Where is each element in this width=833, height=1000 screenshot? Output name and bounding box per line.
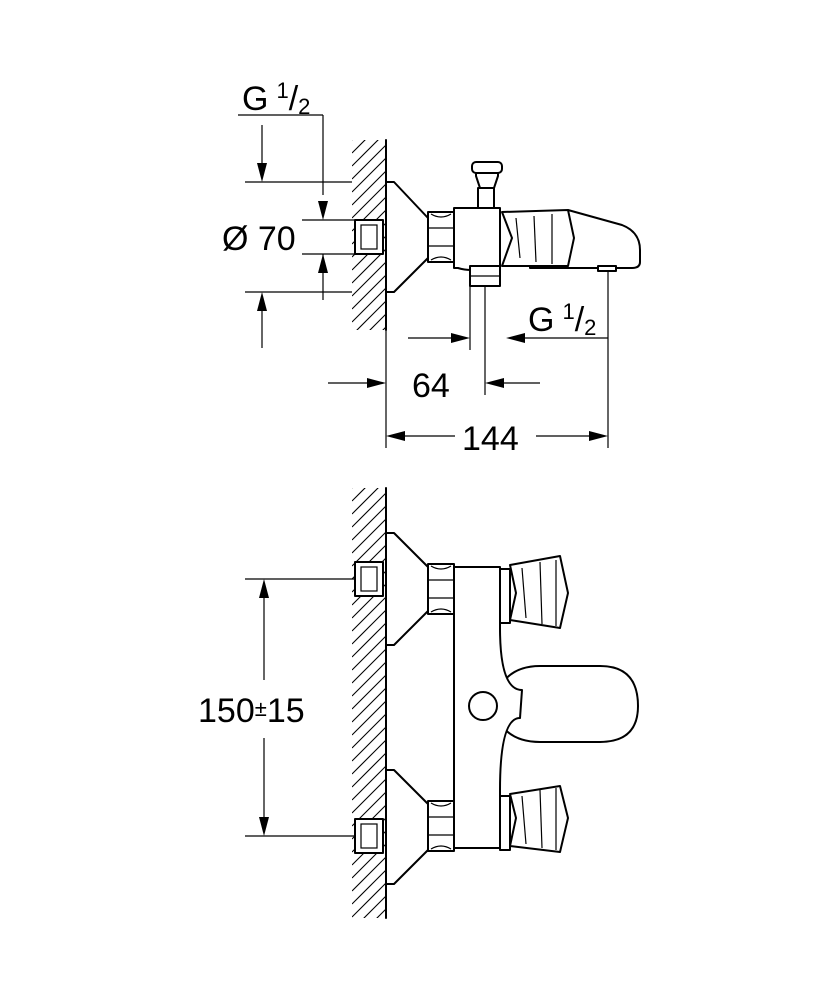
- inlet-connector-upper: [354, 561, 384, 597]
- rosette-lower: [385, 769, 429, 885]
- hatch-line: [352, 492, 386, 528]
- hatch-line: [352, 531, 386, 567]
- outlet-offset-label: 64: [412, 367, 450, 405]
- center-distance-label: 150±15: [198, 692, 305, 730]
- hatch-line: [352, 739, 386, 775]
- hex-nut-upper: [427, 563, 455, 615]
- hatch-line: [376, 908, 386, 918]
- hatch-line: [352, 661, 386, 697]
- hatch-line: [352, 856, 386, 892]
- hatch-line: [352, 882, 386, 918]
- hatch-line: [352, 869, 386, 905]
- hatch-line: [352, 674, 386, 710]
- hatch-line: [352, 648, 386, 684]
- rosette-diameter-label: Ø 70: [222, 220, 296, 258]
- hatch-line: [352, 157, 386, 193]
- front-view: 150±15: [198, 487, 639, 956]
- handle-top: [501, 209, 575, 267]
- hatch-line: [352, 726, 386, 762]
- diverter-knob-top: [471, 161, 503, 209]
- hatch-line: [352, 596, 386, 632]
- hatch-line: [352, 622, 386, 658]
- dimension-arrows-top: [257, 125, 608, 441]
- inlet-connector-lower: [354, 818, 384, 854]
- mixer-body-top: [453, 207, 501, 276]
- hatch-line: [352, 488, 366, 502]
- hatch-line: [352, 518, 386, 554]
- rosette-top: [385, 181, 429, 293]
- projection-label: 144: [462, 420, 519, 458]
- hatch-line: [363, 895, 386, 918]
- handle-upper: [499, 555, 569, 629]
- hatch-line: [352, 274, 386, 310]
- rosette-upper: [385, 532, 429, 646]
- hatch-line: [382, 326, 386, 330]
- hatch-line: [352, 488, 353, 489]
- hatch-line: [352, 140, 366, 154]
- hatch-line: [352, 609, 386, 645]
- hex-nut-top: [427, 211, 455, 263]
- hatch-line: [352, 183, 386, 219]
- handle-lower: [499, 785, 569, 853]
- hatch-line: [352, 765, 386, 801]
- hatch-line: [352, 505, 386, 541]
- diverter-knob-front: [468, 691, 498, 721]
- hatch-line: [352, 170, 386, 206]
- hatch-line: [352, 713, 386, 749]
- hatch-line: [352, 635, 386, 671]
- hatch-line: [352, 922, 386, 956]
- extension-lines-front: [245, 578, 355, 837]
- hatch-line: [352, 687, 386, 723]
- center-distance-arrows: [259, 579, 269, 836]
- wall-hatching-front: [352, 487, 387, 956]
- extension-lines-top: [238, 114, 609, 448]
- inlet-connector-top: [354, 219, 384, 255]
- hatch-line: [352, 700, 386, 736]
- hatch-line: [352, 287, 386, 323]
- hatch-line: [352, 140, 379, 167]
- hatch-line: [352, 261, 386, 297]
- wall-hatching-top: [352, 139, 387, 331]
- hatch-line: [356, 300, 386, 330]
- spout-front: [497, 665, 639, 743]
- hatch-line: [352, 144, 386, 180]
- hatch-line: [352, 140, 353, 141]
- hatch-line: [352, 752, 386, 788]
- hatch-line: [369, 313, 386, 330]
- hex-nut-lower: [427, 800, 455, 852]
- hatch-line: [352, 778, 386, 814]
- hatch-line: [352, 488, 379, 515]
